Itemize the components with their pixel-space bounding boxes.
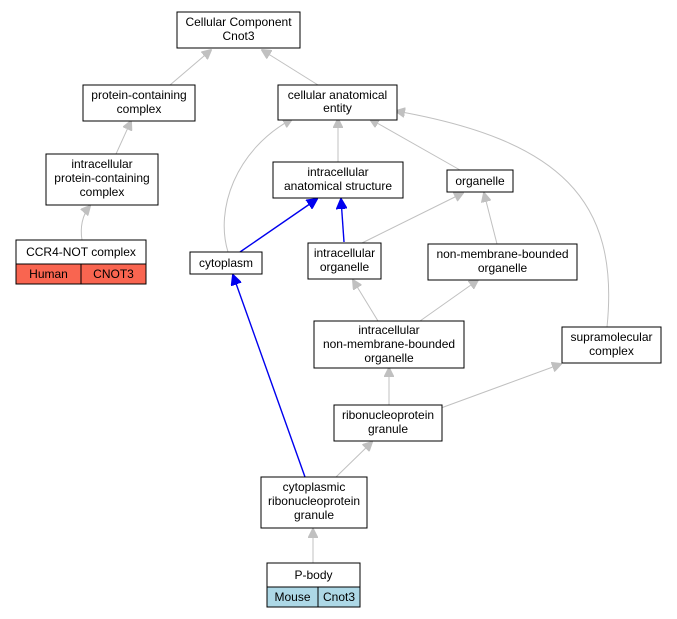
annotation-gene-cell [80, 263, 147, 285]
node-label: cellular anatomical [288, 88, 387, 102]
node-label: organelle [455, 174, 505, 188]
node-ccr4-not-complex[interactable]: CCR4-NOT complex Human CNOT3 [15, 239, 147, 285]
node-label: granule [368, 422, 408, 436]
edge-organelle-to-entity [370, 119, 461, 171]
annotation-species: Human [29, 267, 68, 281]
edge-intracellular-complex-to-protein-complex [115, 121, 131, 155]
node-protein-containing-complex[interactable]: protein-containing complex [82, 84, 196, 122]
node-label: complex [117, 102, 162, 116]
edges [81, 50, 610, 563]
node-cellular-anatomical-entity[interactable]: cellular anatomical entity [277, 84, 398, 121]
node-label: intracellular [358, 323, 419, 337]
node-label: granule [294, 508, 334, 522]
node-label: P-body [294, 568, 332, 582]
node-label: ribonucleoprotein [268, 494, 360, 508]
node-label: CCR4-NOT complex [26, 245, 136, 259]
node-label: organelle [478, 261, 528, 275]
node-label: intracellular [307, 165, 368, 179]
node-supramolecular-complex[interactable]: supramolecular complex [561, 326, 662, 364]
node-intracellular-organelle[interactable]: intracellular organelle [307, 242, 382, 280]
node-label: organelle [320, 260, 370, 274]
node-label: intracellular [314, 246, 375, 260]
node-label: non-membrane-bounded [436, 247, 568, 261]
edge-non-membrane-to-organelle [484, 193, 498, 245]
edge-cyto-rnp-to-rnp [335, 442, 372, 478]
node-label: intracellular [71, 157, 132, 171]
node-label: anatomical structure [284, 179, 392, 193]
node-label: organelle [364, 351, 414, 365]
edge-supramolecular-to-entity [396, 111, 610, 328]
node-label: supramolecular [570, 330, 652, 344]
node-intracellular-protein-containing-complex[interactable]: intracellular protein-containing complex [45, 153, 159, 206]
edge-cellular-entity-to-root [262, 50, 319, 86]
node-label: cytoplasmic [283, 480, 346, 494]
node-intracellular-anatomical-structure[interactable]: intracellular anatomical structure [272, 161, 404, 199]
node-label: cytoplasm [199, 256, 253, 270]
edge-cytoplasm-to-intracellular-structure [239, 199, 317, 253]
node-cytoplasm[interactable]: cytoplasm [189, 251, 263, 275]
node-cellular-component-cnot3[interactable]: Cellular Component Cnot3 [176, 11, 301, 49]
edge-cyto-rnp-to-cytoplasm [233, 275, 306, 478]
node-label: non-membrane-bounded [323, 337, 455, 351]
node-intracellular-non-membrane-bounded-organelle[interactable]: intracellular non-membrane-bounded organ… [313, 320, 465, 369]
edge-rnp-to-supramolecular [440, 364, 561, 409]
edge-protein-complex-to-root [169, 50, 211, 86]
annotation-species: Mouse [274, 590, 310, 604]
node-label: ribonucleoprotein [342, 408, 434, 422]
node-ribonucleoprotein-granule[interactable]: ribonucleoprotein granule [333, 404, 443, 442]
node-label: Cnot3 [222, 29, 254, 43]
node-non-membrane-bounded-organelle[interactable]: non-membrane-bounded organelle [427, 243, 578, 281]
node-label: Cellular Component [185, 15, 292, 29]
node-organelle[interactable]: organelle [446, 169, 514, 193]
node-label: complex [589, 344, 634, 358]
edge-intracellular-non-membrane-to-intracellular-organelle [353, 280, 379, 322]
edge-ccr4-to-intracellular-complex [81, 206, 90, 241]
node-cytoplasmic-ribonucleoprotein-granule[interactable]: cytoplasmic ribonucleoprotein granule [260, 476, 368, 529]
edge-cytoplasm-to-entity [223, 119, 292, 253]
edge-intracellular-organelle-to-intracellular-structure [341, 199, 344, 243]
annotation-gene: Cnot3 [323, 590, 355, 604]
edge-intracellular-non-membrane-to-non-membrane [419, 280, 478, 322]
edge-intracellular-organelle-to-organelle [361, 193, 463, 244]
node-label: entity [323, 101, 352, 115]
node-label: protein-containing [54, 171, 149, 185]
node-label: complex [80, 185, 125, 199]
node-label: protein-containing [91, 88, 186, 102]
annotation-gene: CNOT3 [93, 267, 134, 281]
node-p-body[interactable]: P-body Mouse Cnot3 [266, 562, 361, 608]
annotation-gene-cell [317, 586, 361, 608]
